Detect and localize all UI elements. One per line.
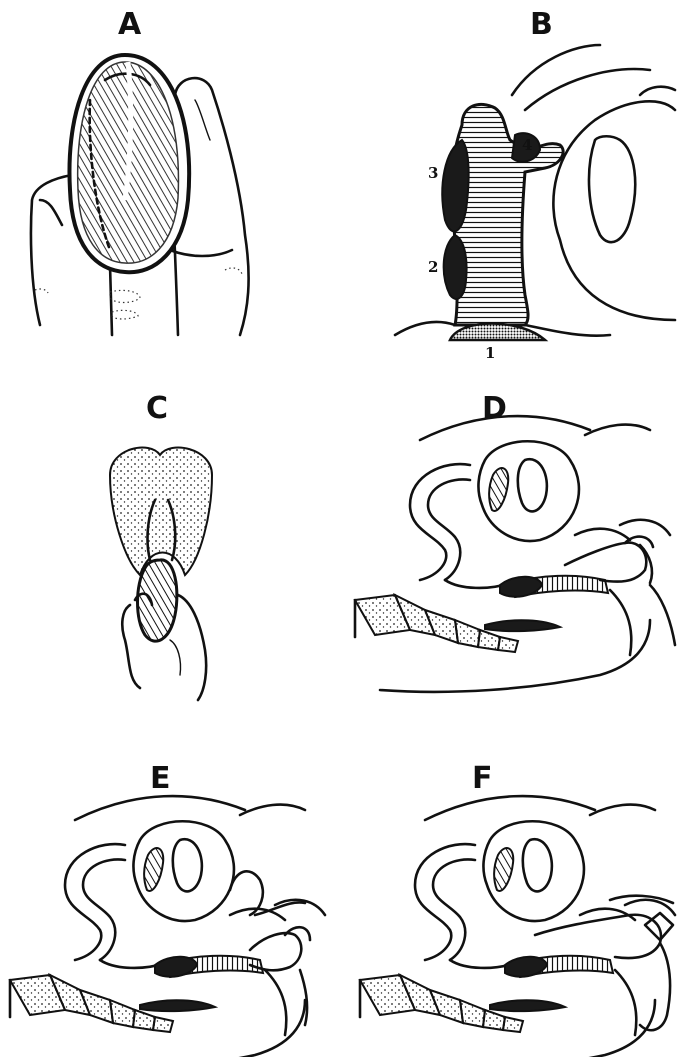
panel-b: B 1 2 3 4 (395, 7, 675, 362)
panel-a: A (31, 7, 249, 335)
label-2: 2 (428, 258, 438, 276)
rectal-lumen (589, 136, 635, 242)
panel-e: E (10, 761, 325, 1057)
panel-f: F (360, 761, 675, 1057)
label-3: 3 (428, 164, 438, 182)
label-4: 4 (522, 136, 532, 154)
pessary-inserted (138, 560, 177, 641)
panel-d-letter: D (482, 391, 507, 426)
hand-f (535, 915, 661, 958)
panel-f-letter: F (472, 761, 493, 796)
panel-c: C (110, 391, 212, 700)
label-1: 1 (485, 344, 495, 362)
panel-d: D (355, 391, 675, 692)
vulva-outline (110, 448, 212, 575)
panel-a-letter: A (118, 7, 142, 42)
rectum-outline (553, 101, 675, 320)
panel-e-letter: E (150, 761, 171, 796)
panel-c-letter: C (146, 391, 168, 426)
pessary-ovoid (69, 55, 189, 272)
anatomy-outline (512, 45, 600, 95)
vaginal-canal (452, 104, 564, 325)
panel-b-letter: B (530, 7, 553, 42)
zone-2 (444, 235, 467, 299)
zone-3 (442, 140, 468, 231)
